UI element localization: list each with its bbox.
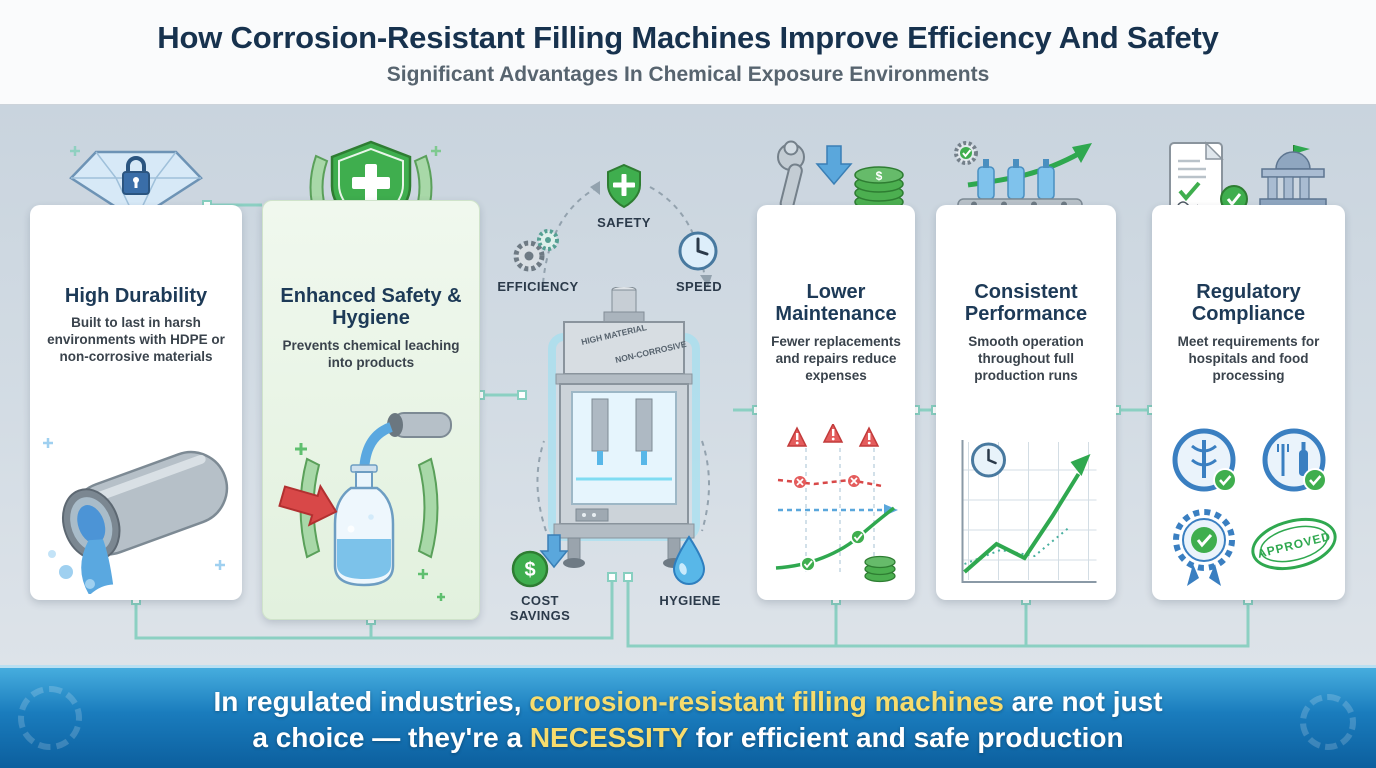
medical-badge-icon [1172, 428, 1237, 492]
card-compliance-desc: Meet requirements for hospitals and food… [1177, 333, 1320, 383]
dollar-glyph: $ [876, 169, 883, 183]
card-compliance-title: Regulatory Compliance [1191, 281, 1306, 326]
card-compliance: Regulatory Compliance Meet requirements … [1152, 205, 1345, 600]
card-safety-desc: Prevents chemical leaching into products [282, 337, 460, 370]
page-subtitle: Significant Advantages In Chemical Expos… [386, 63, 990, 86]
footer-seg3: are not just [1003, 686, 1163, 717]
footer-banner: In regulated industries, corrosion-resis… [0, 665, 1376, 768]
card-durability-title: High Durability [64, 285, 208, 307]
footer-seg6: for efficient and safe production [688, 722, 1124, 754]
card-maintenance-title: Lower Maintenance [775, 281, 897, 326]
card-safety-title: Enhanced Safety & Hygiene [280, 285, 462, 330]
footer-seg1: In regulated industries, [213, 686, 530, 717]
safety-shield-icon [607, 163, 641, 209]
footer-message: In regulated industries, corrosion-resis… [98, 684, 1278, 757]
gear-decoration-icon [1300, 694, 1356, 750]
dollar-glyph: $ [524, 559, 535, 581]
flow-arc-icon [536, 181, 712, 532]
filling-machine-illustration: HIGH MATERIAL NON-CORROSIVE [548, 287, 700, 568]
footer-highlight-machines: corrosion-resistant filling machines [529, 686, 1004, 717]
hub-label-speed: SPEED [675, 279, 723, 294]
compliance-badges: APPROVED [1172, 428, 1337, 586]
food-badge-icon [1262, 428, 1327, 492]
conveyor-growth-icon [954, 141, 1092, 211]
hub-label-hygiene: HYGIENE [659, 593, 721, 608]
main-panel: $ [0, 105, 1376, 665]
hub-label-efficiency: EFFICIENCY [497, 279, 579, 294]
card-maintenance: Lower Maintenance Fewer replacements and… [757, 205, 915, 600]
hygiene-drop-icon [672, 535, 706, 585]
diamond-lock-icon [69, 146, 204, 222]
footer-highlight-necessity: NECESSITY [529, 722, 689, 754]
corroded-pipe-illustration [43, 438, 229, 594]
card-durability-desc: Built to last in harsh environments with… [47, 315, 225, 365]
cost-savings-icon: $ [511, 534, 568, 588]
card-performance: Consistent Performance Smooth operation … [936, 205, 1116, 600]
card-maintenance-desc: Fewer replacements and repairs reduce ex… [771, 333, 901, 383]
card-durability: High Durability Built to last in harsh e… [30, 205, 242, 600]
machine-hub: SAFETY EFFICIENCY SPEED HIGH MATERIAL [488, 135, 760, 655]
performance-chart [961, 440, 1097, 583]
bottle-filling-illustration [278, 412, 452, 601]
approved-stamp-icon: APPROVED [1250, 517, 1337, 571]
efficiency-gears-icon [513, 229, 559, 272]
footer-seg4: a choice — they're a [252, 722, 530, 754]
header: How Corrosion-Resistant Filling Machines… [0, 0, 1376, 105]
card-safety-hygiene: Enhanced Safety & Hygiene Prevents chemi… [262, 200, 480, 620]
speed-clock-icon [678, 231, 718, 271]
hub-label-cost-savings: COST SAVINGS [509, 593, 571, 623]
maintenance-chart [775, 424, 898, 583]
card-performance-title: Consistent Performance [964, 281, 1088, 326]
wrench-coins-icon: $ [777, 140, 904, 211]
card-performance-desc: Smooth operation throughout full product… [968, 333, 1084, 383]
page-title: How Corrosion-Resistant Filling Machines… [157, 20, 1219, 55]
ribbon-award-icon [1172, 509, 1235, 586]
hub-label-safety: SAFETY [597, 215, 651, 230]
gear-decoration-icon [18, 686, 82, 750]
